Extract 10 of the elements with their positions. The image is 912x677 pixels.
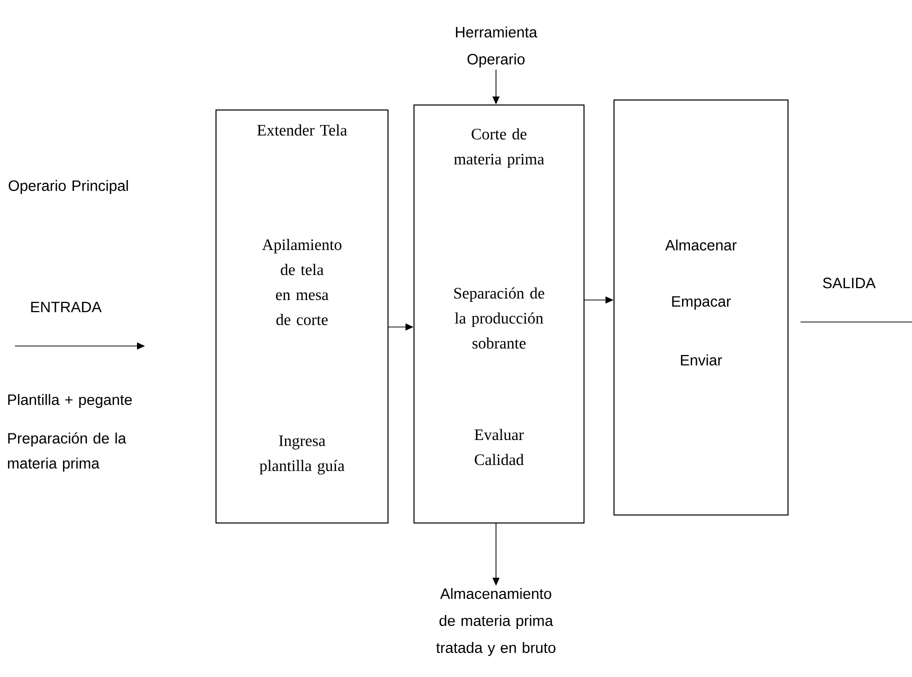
edge-label: SALIDA <box>823 278 876 288</box>
text-label: Operario Principal <box>8 180 128 194</box>
text-label: ENTRADA <box>31 302 102 312</box>
text-label: Plantilla + pegante <box>8 394 132 408</box>
text-label: Preparación de la materia prima <box>8 432 126 472</box>
process-label: Almacenamiento de materia prima tratada y en bruto <box>436 588 556 656</box>
process-label: Herramienta Operario <box>456 26 538 68</box>
process-box: Extender Tela Apilamiento de tela en mesa de corte Ingresa plantilla guía <box>216 110 388 524</box>
process-box: Corte de materia prima Separación de la producción sobrante Evaluar Calidad <box>414 104 584 524</box>
process-box: Almacenar Empacar Enviar <box>614 100 788 516</box>
